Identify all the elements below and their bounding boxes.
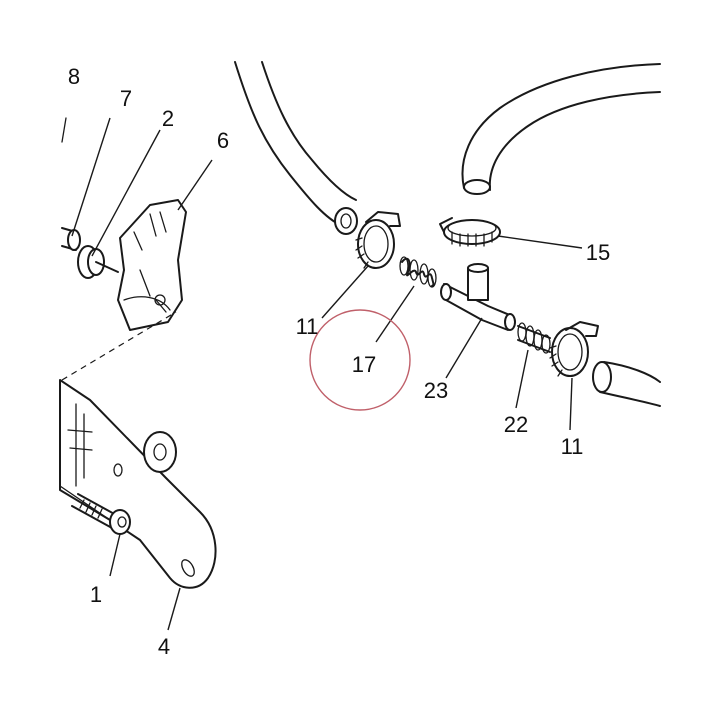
callout-2: 2 bbox=[162, 106, 174, 131]
spring-17 bbox=[399, 256, 437, 288]
bracket-6 bbox=[117, 199, 187, 331]
callout-4: 4 bbox=[158, 634, 170, 659]
callout-8: 8 bbox=[68, 64, 80, 89]
leader-lines bbox=[71, 117, 583, 631]
callout-11-left: 11 bbox=[296, 314, 319, 339]
callout-22: 22 bbox=[504, 412, 528, 437]
callout-1: 1 bbox=[90, 582, 102, 607]
grommet-2 bbox=[77, 245, 119, 279]
callout-6: 6 bbox=[217, 128, 229, 153]
mounting-plate-4 bbox=[59, 379, 217, 589]
callout-11-right: 11 bbox=[561, 434, 584, 459]
washer bbox=[143, 431, 177, 473]
hose-clip-15 bbox=[439, 217, 501, 247]
assembly-line bbox=[61, 311, 177, 381]
highlight-circle-17 bbox=[309, 309, 411, 411]
callout-23: 23 bbox=[424, 378, 448, 403]
pin-7 bbox=[61, 227, 81, 251]
callout-15: 15 bbox=[586, 240, 610, 265]
hose-clip-11-left bbox=[355, 211, 401, 269]
hose-upper-left bbox=[234, 61, 358, 235]
hose-lower-right bbox=[592, 361, 661, 407]
shaft-8 bbox=[61, 117, 67, 143]
callout-7: 7 bbox=[120, 86, 132, 111]
spring-22 bbox=[517, 322, 551, 354]
hose-upper-right bbox=[461, 63, 661, 195]
t-connector-23 bbox=[440, 263, 516, 331]
hose-clip-11-right bbox=[549, 321, 599, 377]
callout-17: 17 bbox=[352, 352, 376, 377]
